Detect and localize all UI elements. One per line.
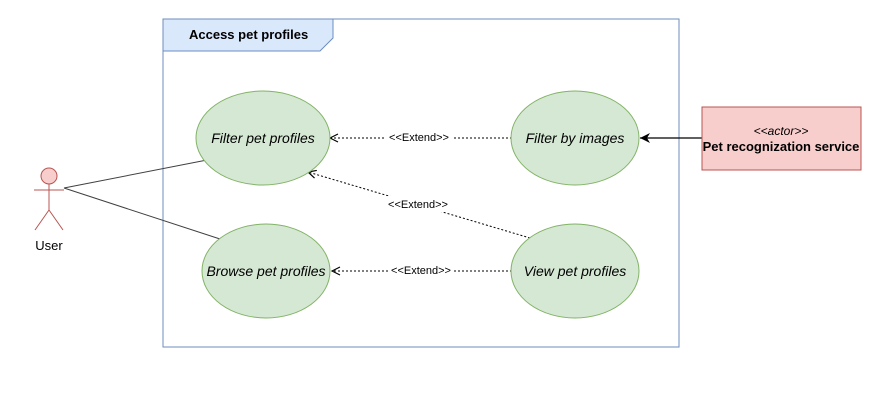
extend-label-bg xyxy=(388,262,454,278)
use-case-filter-by-images[interactable]: Filter by images xyxy=(510,90,640,186)
use-case-filter-pet-profiles[interactable]: Filter pet profiles xyxy=(195,90,331,186)
use-case-view-pet-profiles[interactable]: View pet profiles xyxy=(510,223,640,319)
use-case-label: Browse pet profiles xyxy=(206,263,325,279)
association-user-filter xyxy=(63,159,208,189)
extend-label-2: <<Extend>> xyxy=(388,199,448,211)
actor-service-name: Pet recognization service xyxy=(703,139,860,154)
actor-head-icon xyxy=(40,167,58,185)
frame-title: Access pet profiles xyxy=(189,27,308,42)
frame-title-tab xyxy=(162,18,334,52)
actor-user-label: User xyxy=(35,238,63,253)
actor-user[interactable]: User xyxy=(34,167,64,253)
use-case-label: Filter pet profiles xyxy=(211,130,314,146)
use-case-label: View pet profiles xyxy=(524,263,626,279)
actor-stereotype: <<actor>> xyxy=(754,124,809,138)
extend-label-1: <<Extend>> xyxy=(389,132,449,144)
use-case-label: Filter by images xyxy=(526,130,625,146)
extend-view-to-filter-profiles xyxy=(308,172,531,239)
use-case-browse-pet-profiles[interactable]: Browse pet profiles xyxy=(201,223,331,319)
actor-pet-recognization-service[interactable]: <<actor>> Pet recognization service xyxy=(701,106,862,171)
extend-label-bg xyxy=(385,196,451,212)
extend-label-bg xyxy=(386,129,452,145)
association-user-browse xyxy=(63,187,221,240)
extend-label-3: <<Extend>> xyxy=(391,265,451,277)
